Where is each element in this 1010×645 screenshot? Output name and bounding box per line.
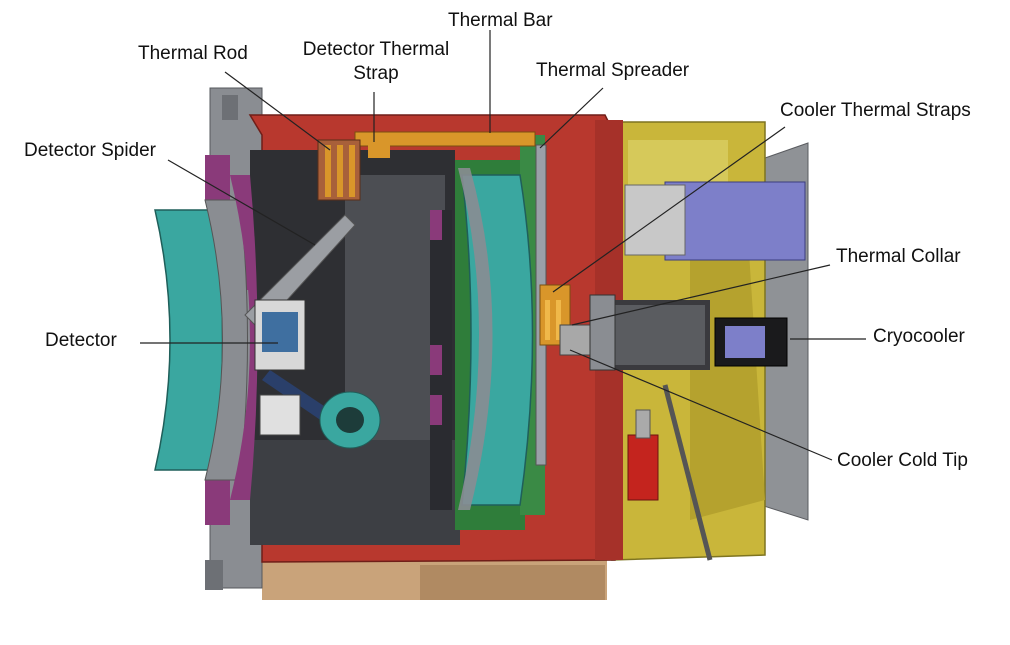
label-detector: Detector bbox=[45, 330, 117, 351]
front-lens bbox=[154, 209, 224, 471]
label-cooler-cold-tip: Cooler Cold Tip bbox=[837, 450, 968, 471]
leader-thermal-rod bbox=[224, 71, 331, 151]
leader-detector-spider bbox=[167, 159, 316, 246]
thermal-bar bbox=[354, 131, 536, 147]
label-cryocooler: Cryocooler bbox=[873, 326, 965, 347]
leader-thermal-collar bbox=[571, 264, 831, 326]
upper-motor bbox=[664, 181, 806, 261]
leader-lines bbox=[140, 30, 866, 461]
label-detector-thermal-strap-line2: Strap bbox=[353, 63, 399, 84]
leader-cooler-cold-tip bbox=[569, 349, 833, 461]
label-detector-thermal-strap: Detector Thermal Strap bbox=[295, 38, 457, 86]
leader-cooler-thermal-straps bbox=[552, 126, 786, 293]
thermal-collar bbox=[589, 294, 616, 371]
label-cooler-thermal-straps: Cooler Thermal Straps bbox=[780, 100, 971, 121]
cooler-cylinder bbox=[627, 434, 659, 501]
label-detector-spider: Detector Spider bbox=[24, 140, 157, 161]
label-detector-thermal-strap-line1: Detector Thermal bbox=[302, 39, 450, 60]
label-thermal-spreader: Thermal Spreader bbox=[536, 60, 690, 81]
label-thermal-collar: Thermal Collar bbox=[836, 246, 961, 267]
label-thermal-bar: Thermal Bar bbox=[448, 10, 553, 31]
label-thermal-rod: Thermal Rod bbox=[138, 43, 248, 64]
leader-thermal-spreader bbox=[539, 87, 604, 149]
